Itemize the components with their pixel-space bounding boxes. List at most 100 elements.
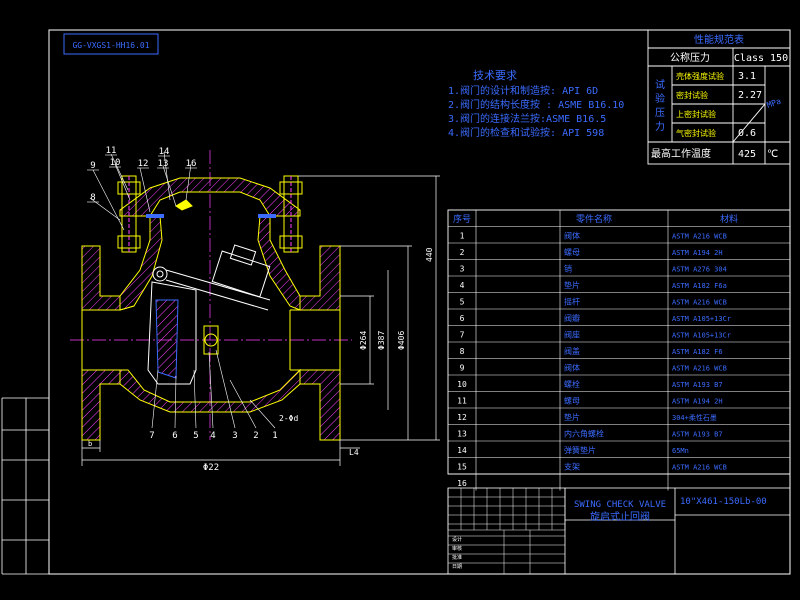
parts-row-name: 螺母 (564, 396, 580, 406)
perf-row-label-2: 密封试验 (676, 90, 708, 100)
parts-row-material: ASTM A193 B7 (672, 381, 723, 389)
parts-row-material: ASTM A216 WCB (672, 299, 727, 307)
left-revision-strip (1, 397, 49, 575)
parts-row-name: 阀座 (564, 330, 580, 340)
parts-row-name: 垫片 (564, 412, 580, 422)
max-temp-label: 最高工作温度 (651, 147, 711, 160)
parts-row-name: 螺母 (564, 247, 580, 257)
perf-row-value-4: 0.6 (738, 128, 756, 139)
parts-row-name: 阀体 (564, 363, 580, 373)
dim-d1: Φ264 (359, 331, 368, 350)
dimension-lines (81, 175, 440, 466)
perf-row-value-2: 2.27 (738, 90, 762, 101)
parts-row-no: 9 (460, 364, 465, 373)
title-cn: 旋启式止回阀 (590, 510, 650, 523)
dim-thk: L4 (349, 448, 359, 457)
parts-row-name: 支架 (564, 462, 580, 472)
gasket (146, 214, 276, 218)
callout-bottom-7: 7 (149, 431, 154, 441)
valve-body-hatch (81, 177, 341, 441)
parts-row-no: 3 (460, 265, 465, 274)
parts-row-name: 螺栓 (564, 379, 580, 389)
sig-approve: 批准 (452, 554, 462, 561)
perf-row-label-3: 上密封试验 (676, 109, 716, 119)
nominal-pressure-value: Class 150 (734, 53, 788, 64)
performance-table: 性能规范表 公称压力 Class 150 试 验 压 力 壳体强度试验 3.1 … (647, 29, 791, 165)
pressure-unit: MPa (766, 96, 783, 109)
callout-leaders (89, 151, 276, 429)
parts-row-no: 12 (457, 413, 467, 422)
parts-row-material: ASTM A216 WCB (672, 464, 727, 472)
callout-top-9: 9 (90, 161, 95, 171)
parts-row-no: 2 (460, 248, 465, 257)
parts-row-name: 销 (564, 264, 572, 274)
parts-row-no: 4 (460, 281, 465, 290)
parts-row-no: 13 (457, 430, 467, 439)
parts-row-no: 8 (460, 347, 465, 356)
dim-overall-length: Φ22 (203, 463, 219, 473)
bore-lines (81, 305, 341, 371)
tech-req-line-2: 2.阀门的结构长度按 : ASME B16.10 (448, 98, 624, 111)
callout-bottom-3: 3 (232, 431, 237, 441)
parts-row-material: ASTM A194 2H (672, 398, 723, 406)
parts-header-2: 零件名称 (576, 213, 612, 225)
parts-row-no: 11 (457, 397, 467, 406)
callout-top-8: 8 (90, 193, 95, 203)
test-pressure-char-2: 验 (655, 92, 665, 105)
tech-req-heading: 技术要求 (473, 69, 517, 82)
parts-row-material: ASTM A276 304 (672, 266, 727, 274)
drawing-number-text: GG-VXGS1-HH16.01 (72, 41, 149, 50)
title-block: SWING CHECK VALVE 旋启式止回阀 10"X461-150Lb-0… (447, 487, 791, 575)
parts-row-no: 16 (457, 479, 467, 488)
title-drawing-no: 10"X461-150Lb-00 (680, 497, 767, 507)
parts-header-3: 材料 (720, 213, 738, 225)
valve-section-view: Φ22 440 Φ264 Φ387 Φ406 2-Φd L4 b 1110121… (70, 146, 440, 473)
tech-requirements: 技术要求 1.阀门的设计和制造按: API 6D 2.阀门的结构长度按 : AS… (448, 69, 624, 139)
perf-row-label-4: 气密封试验 (676, 128, 716, 138)
tech-req-line-1: 1.阀门的设计和制造按: API 6D (448, 84, 598, 97)
parts-row-name: 阀体 (564, 231, 580, 241)
parts-row-material: ASTM A182 F6 (672, 348, 723, 356)
test-pressure-char-1: 试 (655, 78, 665, 91)
parts-row-no: 14 (457, 446, 467, 455)
sig-date: 日期 (452, 564, 462, 570)
sig-check: 审核 (452, 545, 462, 552)
disc-and-arm (147, 199, 271, 385)
title-en: SWING CHECK VALVE (574, 500, 666, 510)
dim-small: b (88, 440, 92, 448)
parts-row-material: 65Mn (672, 447, 689, 455)
dim-height: 440 (425, 247, 434, 262)
parts-row-material: ASTM A216 WCB (672, 365, 727, 373)
callout-bottom-1: 1 (272, 431, 277, 441)
parts-row-no: 6 (460, 314, 465, 323)
callout-top-12: 12 (138, 159, 149, 169)
parts-row-name: 垫片 (564, 280, 580, 290)
parts-row-name: 阀瓣 (564, 313, 580, 323)
callout-top-14: 14 (159, 147, 170, 157)
callout-bottom-4: 4 (210, 431, 215, 441)
parts-row-name: 内六角螺栓 (564, 429, 604, 439)
bonnet-bolts (117, 175, 303, 253)
parts-header-1: 序号 (453, 213, 471, 225)
tech-req-line-4: 4.阀门的检查和试验按: API 598 (448, 126, 604, 139)
perf-table-title: 性能规范表 (694, 33, 744, 46)
parts-row-material: ASTM A105+13Cr (672, 315, 731, 323)
drawing-number-box (63, 33, 159, 55)
tech-req-line-3: 3.阀门的连接法兰按:ASME B16.5 (448, 112, 606, 125)
callout-top-16: 16 (186, 159, 197, 169)
temp-unit: ℃ (767, 149, 778, 160)
nominal-pressure-label: 公称压力 (670, 51, 710, 64)
parts-row-material: ASTM A194 2H (672, 249, 723, 257)
parts-row-no: 10 (457, 380, 467, 389)
parts-row-material: 304+柔性石墨 (672, 413, 717, 422)
callout-bottom-2: 2 (253, 431, 258, 441)
callout-top-13: 13 (158, 159, 169, 169)
callout-bottom-6: 6 (172, 431, 177, 441)
parts-row-name: 摇杆 (564, 297, 580, 307)
parts-row-name: 阀盖 (564, 346, 580, 356)
parts-row-no: 7 (460, 331, 465, 340)
sig-design: 设计 (452, 536, 462, 543)
test-pressure-char-4: 力 (655, 120, 665, 133)
